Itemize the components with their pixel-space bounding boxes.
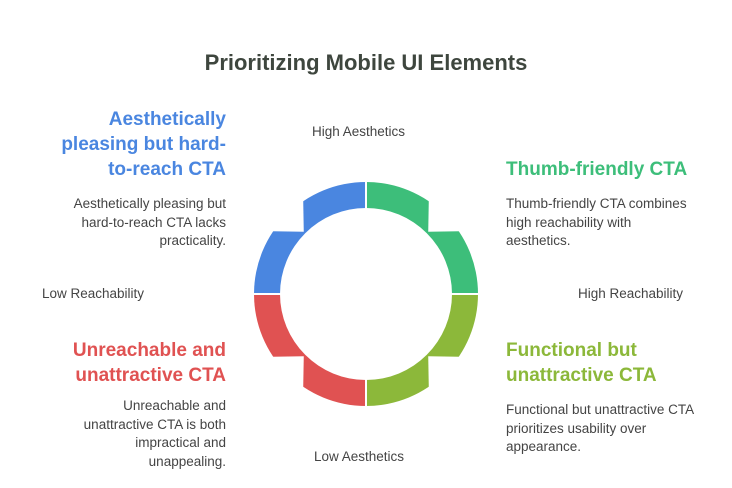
segment-top-right [366, 182, 478, 294]
axis-label-top: High Aesthetics [312, 124, 406, 139]
quadrant-desc-top-right: Thumb-friendly CTA combines high reachab… [506, 196, 687, 248]
quadrant-desc-top-left: Aesthetically pleasing but hard-to-reach… [73, 196, 226, 248]
page-title: Prioritizing Mobile UI Elements [204, 50, 528, 75]
arrow-notch-bottom-right [428, 356, 468, 396]
arrow-notch-bottom-left [264, 356, 304, 396]
segment-top-left [254, 182, 366, 294]
quadrant-title-bottom-right: Functional but unattractive CTA [506, 340, 657, 386]
axis-label-right: High Reachability [578, 286, 684, 301]
quadrant-title-top-right: Thumb-friendly CTA [506, 159, 688, 180]
axis-label-left: Low Reachability [42, 286, 145, 301]
axis-label-bottom: Low Aesthetics [314, 449, 405, 464]
quadrant-title-bottom-left: Unreachable and unattractive CTA [72, 340, 226, 386]
segment-bottom-left [254, 294, 366, 406]
arrow-notch-top-right [428, 192, 468, 232]
segment-bottom-right [366, 294, 478, 406]
quadrant-desc-bottom-left: Unreachable and unattractive CTA is both… [83, 398, 226, 469]
quadrant-desc-bottom-right: Functional but unattractive CTA prioriti… [506, 402, 694, 454]
quadrant-title-top-left: Aesthetically pleasing but hard-to-reach… [61, 109, 226, 180]
arrow-notch-top-left [264, 192, 304, 232]
